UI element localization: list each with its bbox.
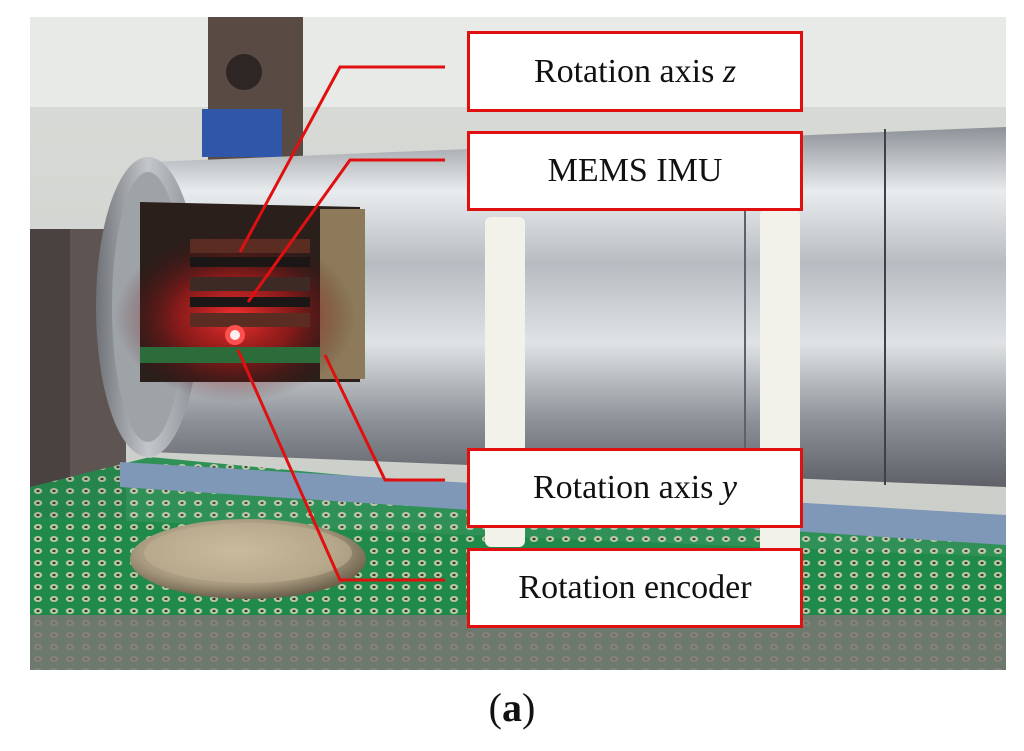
caption-letter: a (502, 685, 522, 730)
caption-close-paren: ) (522, 685, 536, 730)
caption-open-paren: ( (488, 685, 502, 730)
callout-mems-imu: MEMS IMU (467, 131, 803, 211)
callout-label: MEMS IMU (547, 152, 723, 189)
axis-symbol: z (722, 52, 737, 90)
callout-label: Rotation encoder (518, 569, 752, 606)
callout-rotation-axis-y: Rotation axis y (467, 448, 803, 528)
figure-caption: (a) (0, 684, 1024, 731)
axis-symbol: y (721, 469, 737, 506)
callout-rotation-axis-z: Rotation axis z (467, 31, 803, 112)
callout-rotation-encoder: Rotation encoder (467, 548, 803, 628)
callout-label: Rotation axis (533, 52, 723, 90)
callout-label: Rotation axis (533, 469, 722, 506)
